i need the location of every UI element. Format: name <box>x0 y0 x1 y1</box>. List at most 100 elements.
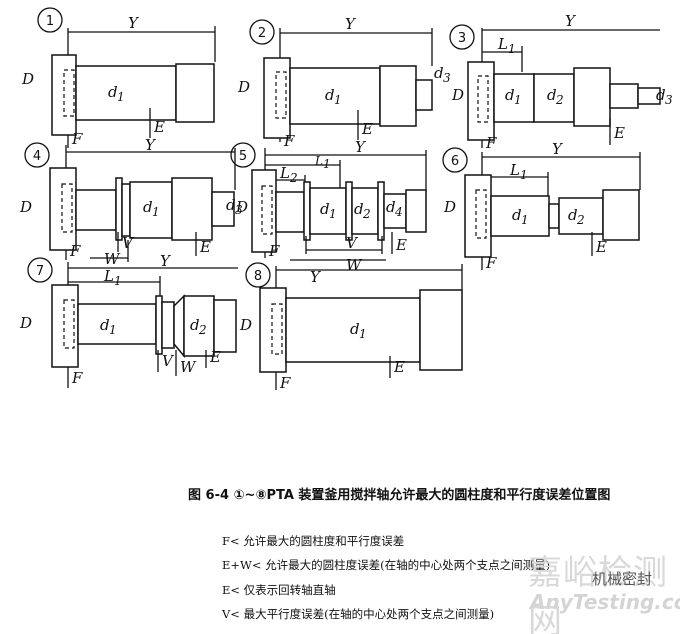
diagram-label: d <box>386 198 396 216</box>
diagram-label: 1 <box>508 42 516 56</box>
diagram-line <box>173 294 185 359</box>
diagram-label: F <box>485 254 497 272</box>
diagram-label: V <box>346 234 359 252</box>
diagram-line <box>115 177 123 241</box>
diagram-line <box>289 67 381 125</box>
diagram-label: 4 <box>33 149 41 164</box>
diagram-label: Y <box>552 140 564 158</box>
diagram-line <box>63 299 75 349</box>
diagram-label: 2 <box>362 207 371 221</box>
diagram-label: E <box>613 124 625 142</box>
diagram-line <box>609 83 639 109</box>
diagram-line <box>161 301 175 349</box>
diagram-label: D <box>21 70 34 88</box>
legend-e-plus-w: E+W< 允许最大的圆柱度误差(在轴的中心处两个支点之间测量) <box>222 558 551 572</box>
diagram-label: L <box>497 35 508 53</box>
diagram-label: d <box>512 206 522 224</box>
diagram-label: 1 <box>520 168 528 182</box>
watermark-sub: 机械密封 <box>592 570 653 588</box>
diagram-label: L <box>509 161 520 179</box>
diagram-line <box>261 185 273 235</box>
diagram-line <box>121 183 131 237</box>
diagram-label: D <box>237 78 250 96</box>
diagram-label: Y <box>145 136 157 154</box>
diagram-label: Y <box>355 138 367 156</box>
diagram-label: W <box>346 256 363 274</box>
diagram-label: d <box>350 320 360 338</box>
diagram-line <box>558 197 604 235</box>
diagram-line <box>61 183 73 233</box>
diagram-label: d <box>320 200 330 218</box>
diagram-label: d <box>143 198 153 216</box>
diagram-line <box>345 181 353 241</box>
diagram-label: V <box>162 352 175 370</box>
diagram-line <box>303 181 311 241</box>
diagram-line <box>309 187 347 235</box>
diagram-line <box>249 19 275 45</box>
diagram-label: d <box>325 86 335 104</box>
diagram-label: 2 <box>576 213 585 227</box>
diagram-label: W <box>180 358 197 376</box>
diagram-label: Y <box>345 15 357 33</box>
diagram-line <box>419 289 463 371</box>
diagram-label: D <box>235 198 248 216</box>
legend-v: V< 最大平行度误差(在轴的中心处两个支点之间测量) <box>222 607 495 621</box>
diagram-label: d <box>100 316 110 334</box>
diagram-label: Y <box>128 14 140 32</box>
diagram-label: 3 <box>458 31 466 46</box>
diagram-label: F <box>71 369 83 387</box>
legend-f: F< 允许最大的圆柱度和平行度误差 <box>222 534 405 548</box>
diagram-label: F <box>71 130 83 148</box>
diagram-label: D <box>451 86 464 104</box>
legend-e: E< 仅表示回转轴直轴 <box>222 583 336 597</box>
diagram-line <box>27 257 53 283</box>
diagram-line <box>275 191 305 233</box>
diagram-label: 2 <box>198 323 207 337</box>
diagram-label: 2 <box>258 26 266 41</box>
diagram-label: L <box>314 154 323 168</box>
diagram-line <box>75 65 177 121</box>
watermark-en: AnyTesting.com <box>530 590 680 614</box>
diagram-line <box>230 142 256 168</box>
diagram-label: E <box>393 358 405 376</box>
diagram-line <box>211 191 235 227</box>
diagram-line <box>245 262 271 288</box>
diagram-line <box>24 142 50 168</box>
diagram-line <box>637 87 661 105</box>
diagram-label: E <box>395 236 407 254</box>
diagram-label: d <box>190 316 200 334</box>
diagram-label: 4 <box>394 205 403 219</box>
diagram-label: 1 <box>117 90 125 104</box>
diagram-label: 2 <box>289 171 298 185</box>
diagram-line <box>271 303 283 355</box>
watermark-cn: 嘉峪检测网 <box>528 553 668 634</box>
panel-number: 1 <box>46 14 54 29</box>
diagram-line <box>171 177 213 241</box>
diagram-label: D <box>239 316 252 334</box>
diagram-label: E <box>153 118 165 136</box>
diagram-label: 1 <box>359 327 367 341</box>
diagram-label: 2 <box>555 93 564 107</box>
diagram-label: Y <box>565 12 577 30</box>
diagram-label: 3 <box>665 93 673 107</box>
diagram-line <box>77 303 157 345</box>
diagram-label: d <box>568 206 578 224</box>
diagram-label: 5 <box>239 149 247 164</box>
diagram-label: L <box>103 267 114 285</box>
diagram-label: F <box>283 132 295 150</box>
diagram-label: 1 <box>334 93 342 107</box>
diagram-label: F <box>268 242 280 260</box>
diagram-line <box>573 67 611 127</box>
diagram-label: D <box>19 198 32 216</box>
diagram-line <box>467 61 495 141</box>
diagram-label: d <box>434 64 444 82</box>
diagram-line <box>464 174 492 258</box>
diagram-line <box>129 181 173 239</box>
